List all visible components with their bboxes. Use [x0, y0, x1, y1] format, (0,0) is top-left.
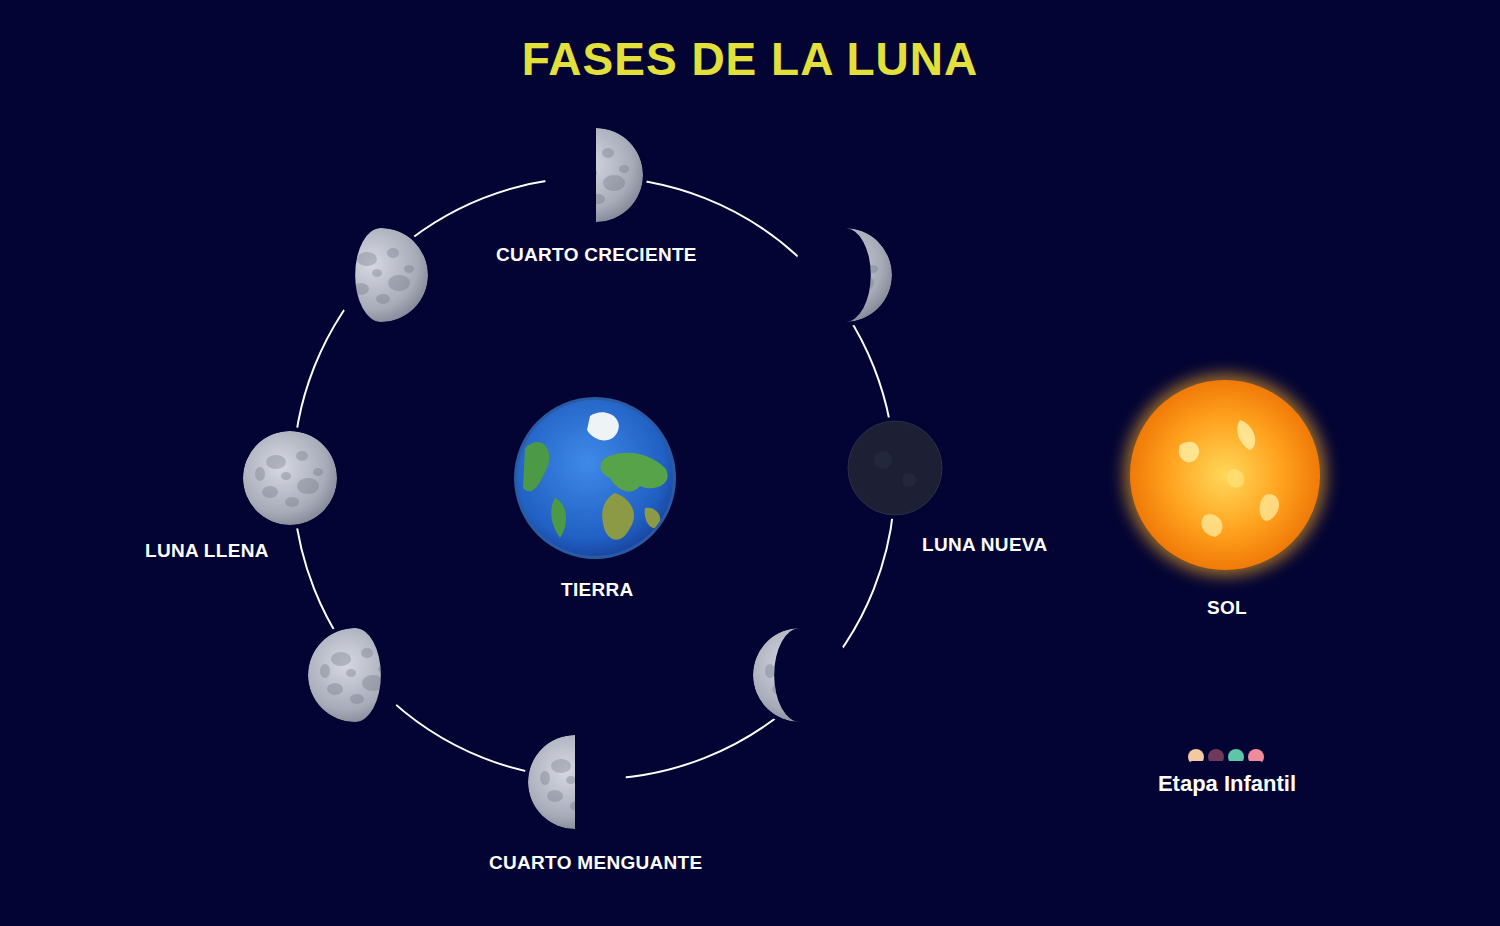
sun-figure — [1116, 366, 1334, 584]
phase-label: LUNA LLENA — [145, 540, 269, 562]
moon-node: CUARTO CRECIENTE — [480, 120, 712, 275]
earth-figure — [503, 386, 687, 570]
orbit-gap — [749, 624, 851, 726]
moon-phase — [753, 628, 847, 722]
phase-label: LUNA NUEVA — [922, 534, 1047, 556]
orbit-gap — [545, 124, 647, 226]
orbit-gap — [844, 417, 946, 519]
earth-node: TIERRA — [505, 395, 685, 610]
moon-phase — [535, 114, 657, 236]
moon-node: LUNA NUEVA — [840, 415, 1070, 560]
orbit-gap — [239, 427, 341, 529]
orbit-gap — [524, 731, 626, 833]
moon-phase — [798, 228, 892, 322]
orbit-circle — [293, 177, 895, 779]
orbit-gap — [330, 224, 432, 326]
phase-label: CUARTO MENGUANTE — [489, 852, 702, 874]
moon-phase — [229, 417, 351, 539]
moon-node: LUNA LLENA — [120, 425, 350, 570]
sun-node: SOL — [1110, 360, 1340, 625]
phase-label: CUARTO CRECIENTE — [496, 244, 697, 266]
phase-label: SOL — [1207, 597, 1247, 619]
diagram-title: FASES DE LA LUNA — [0, 32, 1500, 86]
phase-label: TIERRA — [561, 579, 634, 601]
orbit-gap — [304, 624, 406, 726]
orbit-gap — [794, 224, 896, 326]
moon-phase — [308, 628, 402, 722]
moon-node: CUARTO MENGUANTE — [470, 728, 722, 883]
watermark: Etapa Infantil — [1077, 771, 1377, 797]
moon-phase — [834, 407, 956, 529]
moon-phase — [514, 721, 636, 843]
puzzle-icon — [1188, 749, 1264, 766]
moon-phase — [334, 228, 428, 322]
